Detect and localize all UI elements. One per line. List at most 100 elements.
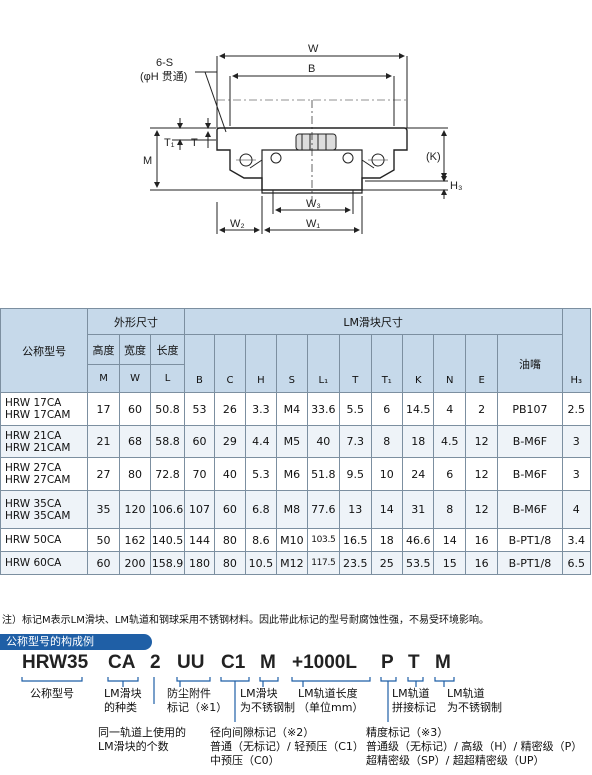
cell: B-PT1/8	[497, 551, 563, 575]
cell: 3	[561, 457, 591, 491]
cell: 10.5	[244, 551, 278, 575]
cell: 5.3	[244, 457, 278, 491]
cell: 12	[464, 490, 499, 529]
cell: 80	[214, 528, 246, 552]
cell: 50.8	[150, 392, 185, 426]
code-joint: T	[408, 652, 420, 673]
cell: 180	[183, 551, 216, 575]
cell: 106.6	[150, 490, 185, 529]
label-hole: (φH 贯通)	[140, 70, 187, 83]
label-W3: W₃	[306, 198, 321, 210]
cell: 35	[87, 490, 120, 529]
cell: 18	[401, 425, 435, 458]
cell: 25	[370, 551, 404, 575]
lm-guide-cross-section-drawing: 6-S (φH 贯通) W B T₁ T M (K) H₃ W₃ W₂ W₁	[140, 43, 462, 234]
cell: 13	[339, 490, 372, 529]
cell: 5.5	[339, 392, 372, 426]
cell: 14	[370, 490, 404, 529]
cell: 50	[87, 528, 120, 552]
cell: 6.5	[561, 551, 591, 575]
cell: 51.8	[306, 457, 341, 491]
composition-banner: 公称型号的构成例	[0, 634, 152, 650]
cell: B-M6F	[497, 490, 563, 529]
col-t: T	[339, 334, 372, 393]
table-row: HRW 60CA 60 200 158.9 180 80 10.5 M12 11…	[0, 551, 591, 575]
cell: M8	[276, 490, 308, 529]
code-rail-length: +1000L	[292, 652, 357, 673]
code-block-type: CA	[108, 652, 136, 673]
cell: 72.8	[150, 457, 185, 491]
code-accuracy: P	[381, 652, 394, 673]
cell: 53	[183, 392, 216, 426]
col-c: C	[214, 334, 246, 393]
sym-w: W	[118, 364, 152, 393]
label-accuracy: 精度标记（※3）普通级（无标记）/ 高级（H）/ 精密级（P）超精密级（SP）/…	[366, 726, 583, 767]
cell: 117.5	[306, 551, 341, 575]
label-W1: W₁	[306, 218, 320, 230]
col-s: S	[276, 334, 308, 393]
label-ss-rail: LM轨道为不锈钢制	[447, 687, 502, 714]
label-W2: W₂	[230, 218, 245, 230]
label-W: W	[308, 43, 319, 55]
label-6s: 6-S	[156, 57, 173, 69]
cell: 6	[433, 457, 466, 491]
label-T: T	[191, 137, 198, 149]
col-t1: T₁	[370, 334, 404, 393]
cell: 23.5	[339, 551, 372, 575]
label-block-type: LM滑块的种类	[104, 687, 142, 714]
height-header: 高度	[87, 334, 120, 365]
label-joint: LM轨道拼接标记	[392, 687, 436, 714]
lm-block-dims-header: LM滑块尺寸	[183, 308, 563, 335]
cell: 200	[118, 551, 152, 575]
cell: 4	[561, 490, 591, 529]
label-ss-block: LM滑块为不锈钢制	[240, 687, 295, 714]
code-ss-rail: M	[435, 652, 451, 673]
table-row: HRW 50CA 50 162 140.5 144 80 8.6 M10 103…	[0, 528, 591, 552]
cell: 77.6	[306, 490, 341, 529]
col-h3: H₃	[561, 308, 591, 393]
cell: 40	[214, 457, 246, 491]
cell: 8	[433, 490, 466, 529]
cell: M12	[276, 551, 308, 575]
label-rail-length: LM轨道长度（单位mm）	[298, 687, 364, 714]
cell: 3	[561, 425, 591, 458]
cell: 9.5	[339, 457, 372, 491]
footnote: 注）标记M表示LM滑块、LM轨道和钢球采用不锈钢材料。因此带此标记的型号耐腐蚀性…	[2, 615, 490, 626]
cell: 70	[183, 457, 216, 491]
cell: 14	[433, 528, 466, 552]
label-M: M	[143, 155, 152, 167]
cell: 58.8	[150, 425, 185, 458]
cell: 8.6	[244, 528, 278, 552]
cell: 17	[87, 392, 120, 426]
code-seal: UU	[177, 652, 205, 673]
cell: 53.5	[401, 551, 435, 575]
cell: 120	[118, 490, 152, 529]
cell: M10	[276, 528, 308, 552]
code-clearance: C1	[221, 652, 246, 673]
cell: 10	[370, 457, 404, 491]
cell: 140.5	[150, 528, 185, 552]
cell: PB107	[497, 392, 563, 426]
outer-dims-header: 外形尺寸	[87, 308, 185, 335]
cell: 144	[183, 528, 216, 552]
label-H3: H₃	[450, 180, 462, 192]
sym-l: L	[150, 364, 185, 393]
cell: 60	[183, 425, 216, 458]
cell: 80	[118, 457, 152, 491]
label-clearance: 径向间隙标记（※2）普通（无标记）/ 轻预压（C1）中预压（C0）	[210, 726, 364, 767]
cell: 60	[87, 551, 120, 575]
col-e: E	[464, 334, 499, 393]
cell: 158.9	[150, 551, 185, 575]
cell: 27	[87, 457, 120, 491]
cell: 16	[464, 528, 499, 552]
cell: 103.5	[306, 528, 341, 552]
col-l1: L₁	[306, 334, 341, 393]
